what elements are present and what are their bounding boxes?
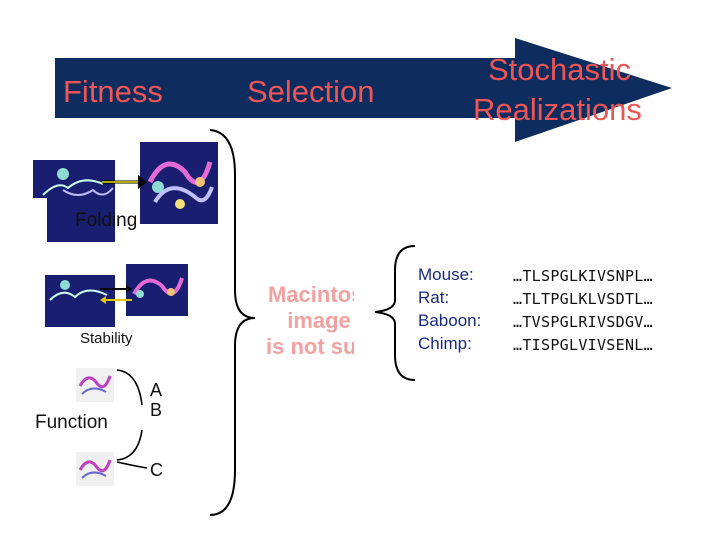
label-c: C xyxy=(150,460,163,480)
stability-folded-image xyxy=(126,264,188,316)
label-b: B xyxy=(150,400,163,420)
function-protein-image-top xyxy=(76,368,114,402)
folding-arrow xyxy=(102,175,147,189)
placeholder-image-line2: image xyxy=(287,308,351,333)
stability-label: Stability xyxy=(80,330,133,347)
sequence: …TVSPGLRIVSDGV… xyxy=(513,313,653,331)
placeholder-image-line1: Macintosh xyxy=(268,282,354,307)
species-name: Mouse: xyxy=(418,265,474,284)
banner-arrow-shape xyxy=(55,38,672,142)
species-name: Rat: xyxy=(418,288,450,307)
species-name: Chimp: xyxy=(418,334,472,353)
sequence: …TLSPGLKIVSNPL… xyxy=(513,267,653,285)
species-brace xyxy=(374,245,416,381)
function-curve-c xyxy=(116,461,148,469)
left-brace xyxy=(209,129,256,516)
function-curve-top xyxy=(116,369,143,406)
placeholder-image-line3: is not su xyxy=(266,334,354,359)
function-curve-bottom xyxy=(116,429,143,461)
folded-protein-image xyxy=(140,142,218,224)
realizations-label: Realizations xyxy=(473,92,642,127)
sequence: …TISPGLVIVSENL… xyxy=(513,336,653,354)
function-protein-image-bottom xyxy=(76,452,114,486)
stochastic-label: Stochastic xyxy=(488,52,632,87)
sequence: …TLTPGLKLVSDTL… xyxy=(513,290,653,308)
species-name: Baboon: xyxy=(418,311,482,330)
fitness-label: Fitness xyxy=(63,74,163,109)
folding-label: Folding xyxy=(75,210,138,231)
label-a: A xyxy=(150,380,163,400)
selection-label: Selection xyxy=(247,74,375,109)
stability-arrows xyxy=(100,285,132,304)
function-label: Function xyxy=(35,412,108,433)
unfolded-protein-image xyxy=(33,160,115,242)
